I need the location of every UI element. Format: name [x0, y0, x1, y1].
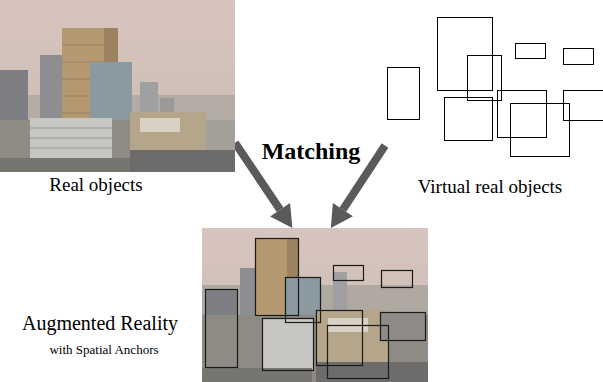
caption-text-wrap: Real objects [49, 174, 142, 196]
arrow-head [331, 203, 353, 228]
matching-label-wrap: Matching [262, 138, 361, 166]
caption-text: Augmented Reality [22, 312, 178, 335]
photo-panel: Real objects [0, 0, 235, 172]
ar-photo-panel: Augmented Realitywith Spatial Anchors [202, 228, 428, 382]
caption-text-wrap: Augmented Reality [22, 312, 178, 335]
virtual-object-panel: Virtual real objects [385, 15, 603, 165]
ar-photo [202, 228, 428, 382]
caption-text-wrap: Virtual real objects [418, 176, 562, 198]
caption-text-wrap: with Spatial Anchors [49, 340, 158, 358]
matching-label: Matching [262, 138, 361, 166]
virtual-object-outlines [388, 18, 603, 157]
caption-text: Real objects [49, 174, 142, 196]
caption-text: Virtual real objects [418, 176, 562, 198]
arrow-head [270, 203, 292, 228]
caption-text: with Spatial Anchors [49, 343, 158, 358]
city-photo [0, 0, 235, 172]
